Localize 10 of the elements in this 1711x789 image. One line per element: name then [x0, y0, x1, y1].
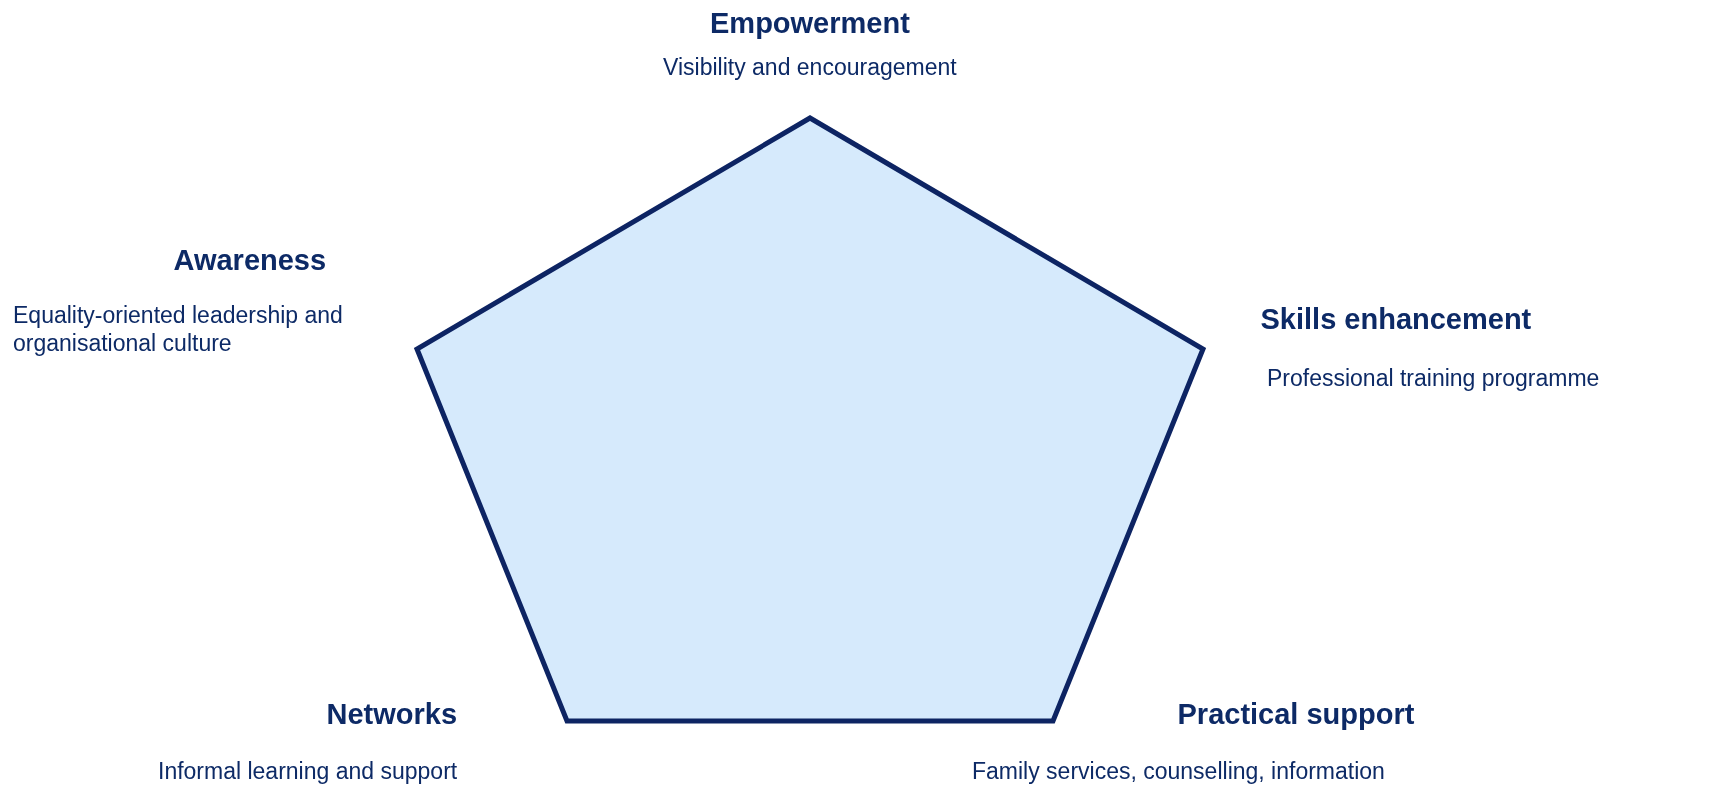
section-heading: Empowerment	[710, 6, 910, 41]
description-text: Visibility and encouragement	[663, 54, 957, 82]
section-heading: Skills enhancement	[1260, 302, 1532, 337]
description-text: Family services, counselling, information	[972, 758, 1385, 786]
section-heading: Practical support	[1177, 697, 1415, 732]
section-heading: Awareness	[173, 243, 327, 278]
section-heading: Networks	[326, 697, 458, 732]
description-text: Professional training programme	[1267, 365, 1600, 393]
description-text: Equality-oriented leadership and organisational culture	[13, 302, 344, 358]
description-text: Informal learning and support	[158, 758, 458, 786]
